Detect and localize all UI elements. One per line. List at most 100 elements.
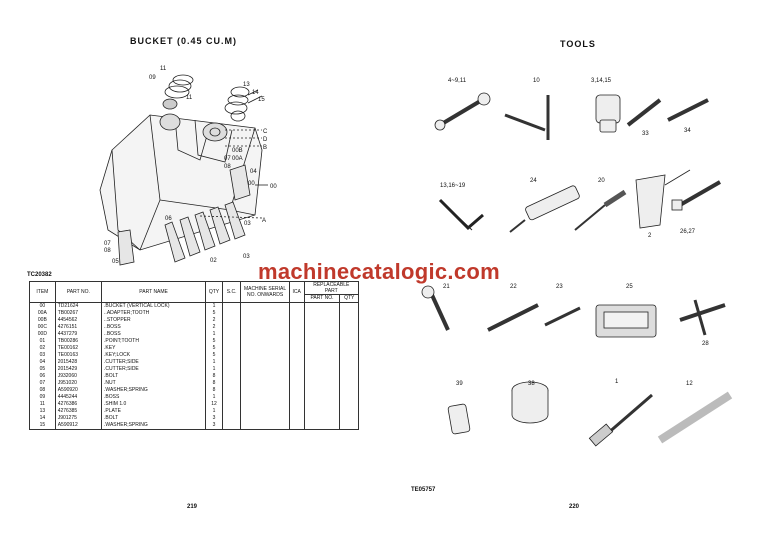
callout: 06: [165, 216, 172, 222]
cell-part-name: .BOLT: [101, 373, 207, 380]
callout: 00: [248, 181, 255, 187]
cell-rp-qty: [339, 408, 359, 415]
cell-machine-serial: [240, 317, 290, 324]
cell-machine-serial: [240, 302, 290, 310]
cell-part-name: .SHIM 1.0: [101, 401, 207, 408]
cell-sc: [221, 317, 242, 324]
page-number-right: 220: [569, 504, 580, 510]
callout: 33: [642, 131, 649, 137]
callout: 22: [510, 284, 517, 290]
cell-sc: [221, 401, 242, 408]
cell-rp-qty: [339, 380, 359, 387]
cell-rp-qty: [339, 387, 359, 394]
cell-sc: [221, 394, 242, 401]
cell-machine-serial: [240, 415, 290, 422]
cell-qty: 1: [205, 302, 223, 310]
cell-part-no: 4437279: [54, 331, 103, 338]
cell-part-name: .WASHER;SPRING: [101, 387, 207, 394]
cell-item: 00D: [29, 331, 56, 338]
cell-ica: [288, 373, 305, 380]
callout: 00A: [232, 156, 243, 162]
cell-part-name: ..BOSS: [101, 331, 207, 338]
cell-item: 01: [29, 338, 56, 345]
cell-rp-qty: [339, 352, 359, 359]
callout: 08: [224, 164, 231, 170]
callout: 28: [702, 341, 709, 347]
page-number-left: 219: [187, 504, 198, 510]
cell-machine-serial: [240, 352, 290, 359]
cell-item: 15: [29, 422, 56, 430]
cell-part-no: 2015429: [54, 366, 103, 373]
callout: D: [263, 137, 268, 143]
cell-ica: [288, 310, 305, 317]
cell-rp-part-no: [303, 373, 341, 380]
callout: 3,14,15: [591, 78, 612, 84]
cell-rp-part-no: [303, 394, 341, 401]
cell-part-name: .BOLT: [101, 415, 207, 422]
bucket-callouts: 11 09 11 13 14 15 C D B 00 00B 00A 07 08…: [104, 66, 277, 265]
cell-rp-qty: [339, 338, 359, 345]
callout: 00B: [232, 148, 243, 154]
cell-rp-part-no: [303, 387, 341, 394]
cell-item: 00: [29, 302, 56, 310]
col-rp-qty: QTY: [339, 294, 359, 303]
cell-qty: 1: [205, 359, 223, 366]
cell-sc: [221, 422, 242, 430]
cell-part-no: TB00267: [54, 310, 103, 317]
cell-sc: [221, 352, 242, 359]
cell-rp-qty: [339, 415, 359, 422]
callout: 2: [648, 233, 652, 239]
cell-rp-qty: [339, 373, 359, 380]
parts-table: ITEM PART NO. PART NAME QTY S.C. MACHINE…: [29, 281, 360, 430]
cell-item: 00A: [29, 310, 56, 317]
cell-part-no: TB00286: [54, 338, 103, 345]
cell-rp-qty: [339, 394, 359, 401]
cell-ica: [288, 422, 305, 430]
cell-part-name: .CUTTER;SIDE: [101, 366, 207, 373]
col-part-no: PART NO.: [54, 281, 103, 303]
cell-sc: [221, 338, 242, 345]
cell-rp-qty: [339, 310, 359, 317]
cell-machine-serial: [240, 324, 290, 331]
cell-part-no: J901275: [54, 415, 103, 422]
callout: 34: [684, 128, 691, 134]
cell-machine-serial: [240, 366, 290, 373]
cell-part-name: .POINT;TOOTH: [101, 338, 207, 345]
cell-rp-part-no: [303, 302, 341, 310]
cell-sc: [221, 331, 242, 338]
cell-part-name: ..ADAPTER;TOOTH: [101, 310, 207, 317]
cell-rp-part-no: [303, 408, 341, 415]
cell-ica: [288, 366, 305, 373]
cell-rp-qty: [339, 345, 359, 352]
callout: A: [262, 218, 266, 224]
cell-part-no: 4454562: [54, 317, 103, 324]
cell-rp-part-no: [303, 380, 341, 387]
cell-machine-serial: [240, 408, 290, 415]
cell-qty: 3: [205, 415, 223, 422]
callout: 21: [443, 284, 450, 290]
cell-part-no: TE00162: [54, 345, 103, 352]
callout: 02: [210, 258, 217, 264]
callout: 05: [112, 259, 119, 265]
cell-ica: [288, 359, 305, 366]
callout: C: [263, 129, 268, 135]
cell-machine-serial: [240, 373, 290, 380]
cell-qty: 8: [205, 387, 223, 394]
bucket-drawing: [99, 74, 268, 266]
callout: 26,27: [680, 229, 696, 235]
cell-rp-qty: [339, 324, 359, 331]
cell-part-no: A590920: [54, 387, 103, 394]
cell-ica: [288, 408, 305, 415]
cell-item: 13: [29, 408, 56, 415]
cell-qty: 8: [205, 373, 223, 380]
cell-rp-part-no: [303, 338, 341, 345]
cell-part-name: .WASHER;SPRING: [101, 422, 207, 430]
cell-sc: [221, 387, 242, 394]
